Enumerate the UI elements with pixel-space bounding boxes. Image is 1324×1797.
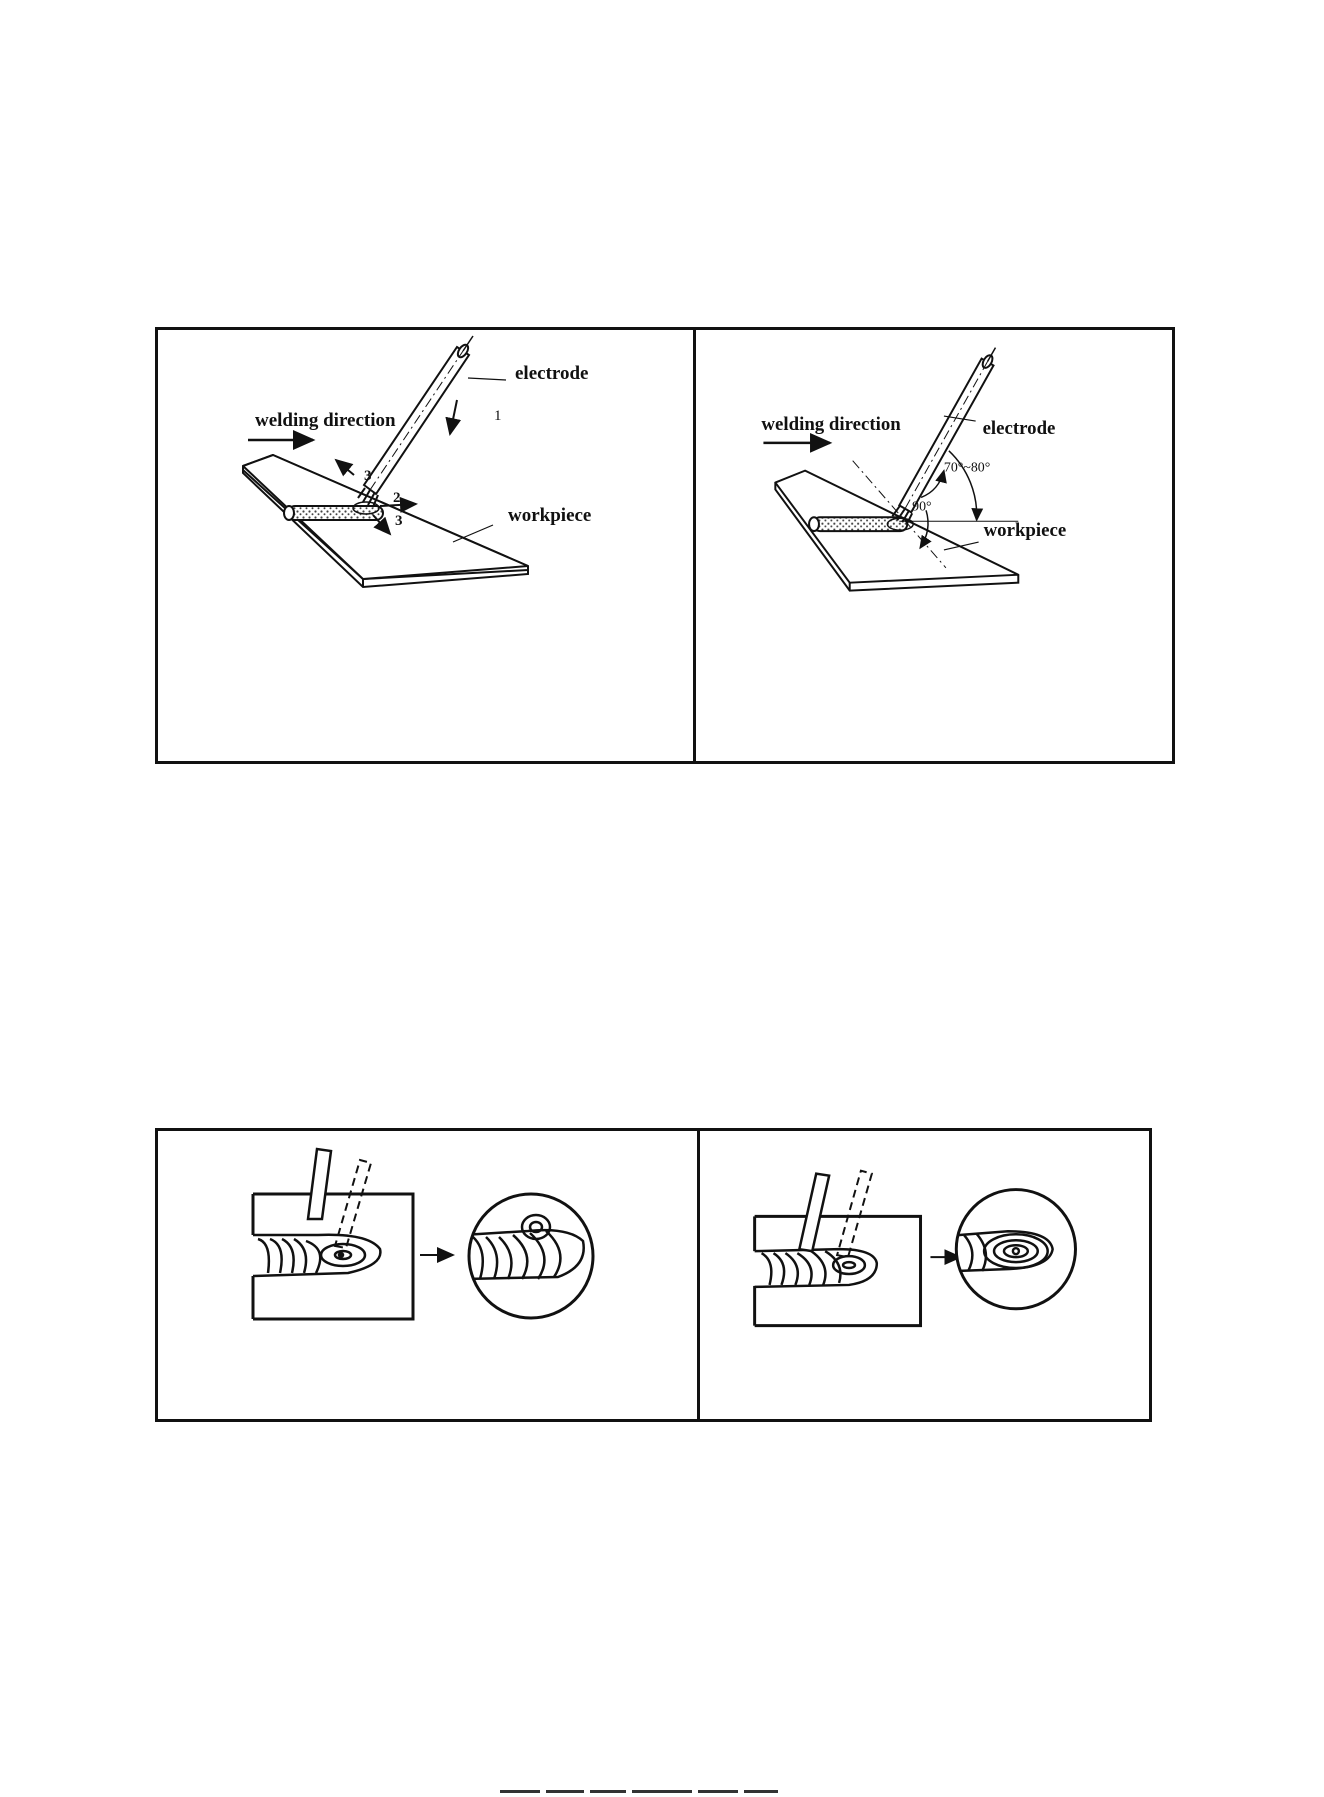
electrode-label: electrode xyxy=(515,363,589,384)
workpiece-label: workpiece xyxy=(508,505,591,526)
crater-filling-diagram-right xyxy=(700,1131,1149,1419)
figure-2-frame xyxy=(155,1128,1152,1422)
motion-label-3b: 3 xyxy=(395,513,403,529)
figure-2-right-panel xyxy=(697,1131,1149,1419)
magnified-crater-view xyxy=(463,1194,593,1318)
workpiece-label: workpiece xyxy=(984,520,1067,541)
magnified-crater-view xyxy=(956,1190,1075,1309)
figure-1-frame: welding direction electrode workpiece 1 … xyxy=(155,327,1175,764)
electrode-leader-line xyxy=(468,378,506,380)
angle-label-electrode: 70°~80° xyxy=(944,461,990,476)
angle-label-perpendicular: 90° xyxy=(912,499,931,514)
crater-filling-diagram-left xyxy=(158,1131,697,1419)
workpiece-leader-line xyxy=(453,525,493,542)
welding-direction-label: welding direction xyxy=(761,414,901,435)
welding-direction-label: welding direction xyxy=(255,410,396,431)
electrode-label: electrode xyxy=(983,418,1056,439)
weld-bead-ripples xyxy=(755,1249,877,1287)
electrode-positions xyxy=(308,1149,371,1248)
weld-bead xyxy=(284,506,383,520)
electrode-angle-diagram: welding direction electrode workpiece 70… xyxy=(696,330,1172,761)
workpiece-plate xyxy=(253,1194,413,1319)
weld-bead-ripples xyxy=(253,1235,380,1276)
figure-1-right-panel: welding direction electrode workpiece 70… xyxy=(693,330,1172,761)
electrode-rod xyxy=(887,348,995,530)
electrode-positions xyxy=(799,1171,872,1257)
figure-2-left-panel xyxy=(158,1131,697,1419)
motion-label-2: 2 xyxy=(393,490,401,506)
motion-label-3a: 3 xyxy=(364,468,372,484)
figure-1-left-panel: welding direction electrode workpiece 1 … xyxy=(158,330,693,761)
motion-label-1: 1 xyxy=(494,408,502,424)
footer-scan-artifact xyxy=(500,1790,830,1795)
electrode-motion-diagram: welding direction electrode workpiece 1 … xyxy=(158,330,693,761)
